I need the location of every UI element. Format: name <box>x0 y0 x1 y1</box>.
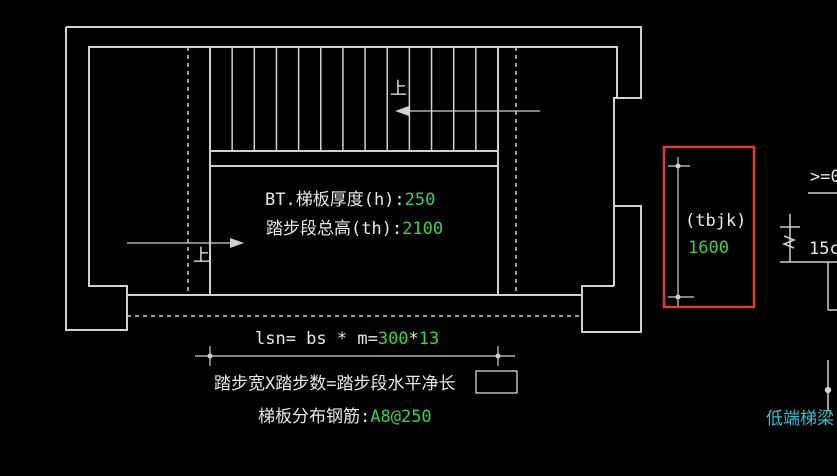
up-label-top: 上 <box>390 79 407 99</box>
rebar-param: 梯板分布钢筋:A8@250 <box>258 407 432 427</box>
formula-boxed: 净长 <box>421 374 455 394</box>
right-partial-lines <box>780 192 837 410</box>
up-arrow-top: 上 <box>390 79 540 116</box>
formula-box-frame <box>475 370 518 394</box>
wall-outline <box>65 26 642 333</box>
height-param: 踏步段总高(th):2100 <box>266 219 443 239</box>
up-label-bottom: 上 <box>193 246 210 266</box>
thickness-param: BT.梯板厚度(h):250 <box>265 190 435 210</box>
up-arrow-bottom: 上 <box>127 238 244 266</box>
side-dim-name: (tbjk) <box>685 211 746 231</box>
highlight-box <box>662 145 756 309</box>
formula-text: 踏步宽X踏步数=踏步段水平净长 <box>214 374 455 394</box>
right-text-ge: >=0 <box>810 167 837 187</box>
stair-treads <box>231 47 477 151</box>
right-text-15c: 15c <box>809 239 837 259</box>
lsn-dimension <box>195 346 515 366</box>
lsn-param: lsn= bs * m=300*13 <box>255 329 439 349</box>
low-end-beam-label: 低端梯梁 <box>766 409 834 429</box>
side-dimension-line <box>668 157 694 306</box>
side-dim-value: 1600 <box>688 238 729 258</box>
stair-run-outline <box>209 47 499 295</box>
dashed-lines <box>127 47 582 317</box>
